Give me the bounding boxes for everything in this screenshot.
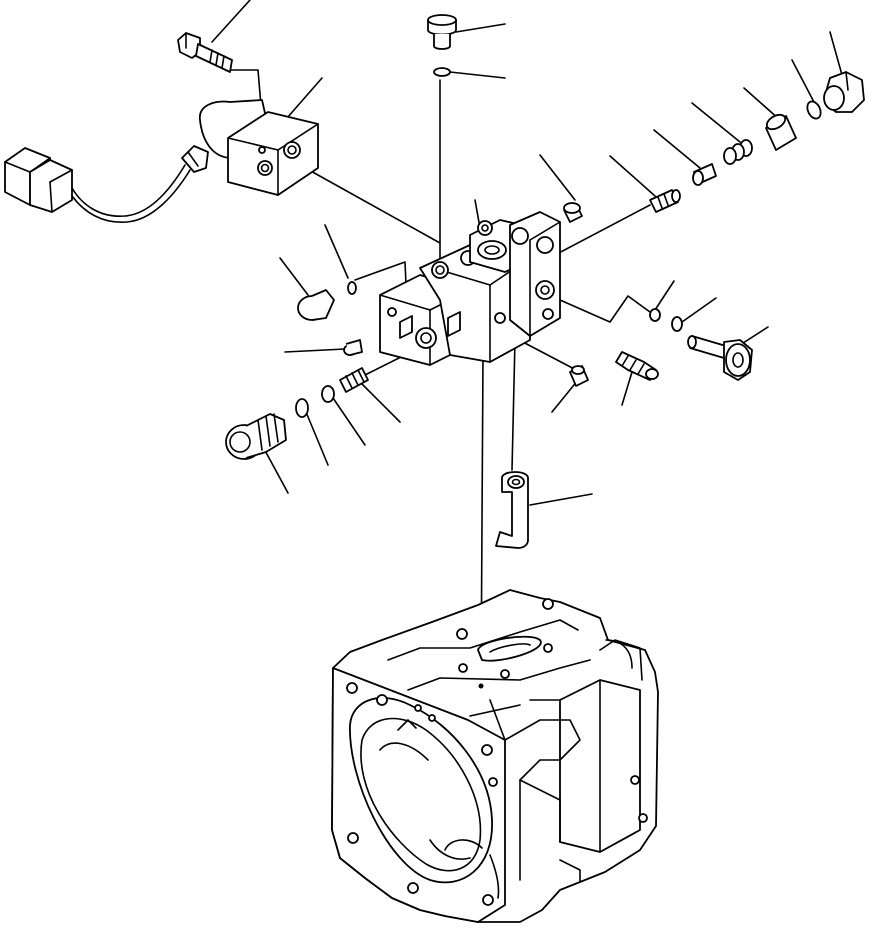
- leader-pin: [653, 129, 701, 169]
- leader-cap-nut: [829, 31, 843, 76]
- leader-adjust-screw: [739, 326, 769, 346]
- axis-solenoid: [299, 164, 441, 244]
- leader-plug-bottom: [654, 280, 675, 311]
- plug-set-screw: [649, 189, 681, 213]
- top-o-ring: [433, 67, 451, 77]
- leader-lines: [211, 0, 843, 506]
- leader-o-ring-left-b: [332, 397, 366, 446]
- small-plug-right: [563, 202, 583, 223]
- o-ring-left-b: [321, 385, 335, 403]
- mounting-bolt: [177, 32, 233, 73]
- leader-adjuster: [621, 371, 633, 406]
- spring-stack: [723, 139, 753, 165]
- cap-nut: [823, 71, 865, 113]
- o-ring-small: [671, 316, 683, 332]
- lever-bracket: [495, 471, 529, 549]
- axis-lever: [511, 339, 516, 471]
- leader-lever: [529, 493, 593, 506]
- top-plug: [427, 14, 457, 50]
- plug-bottom: [649, 308, 661, 322]
- o-ring-mid: [347, 281, 357, 295]
- axis-right-upper: [554, 204, 651, 256]
- plug-left-small: [343, 339, 363, 356]
- adjuster-right: [615, 351, 659, 381]
- grub-screw: [569, 365, 589, 387]
- leader-grub-screw: [551, 379, 579, 413]
- control-valve-body: [379, 211, 561, 366]
- leader-o-ring-right: [791, 59, 816, 105]
- solenoid-valve: [199, 99, 319, 196]
- leader-springs: [691, 102, 741, 143]
- leader-o-ring-mid: [324, 224, 349, 279]
- pin-right: [692, 163, 717, 186]
- leader-spring-left: [361, 383, 401, 423]
- leader-set-screw: [609, 155, 656, 197]
- leader-top-o-ring: [449, 71, 506, 79]
- leader-plug-left-small: [284, 348, 346, 353]
- leader-top-plug: [455, 23, 506, 33]
- left-valve-assembly: [225, 413, 287, 460]
- spring-left: [339, 367, 369, 393]
- leader-left-plug: [279, 257, 309, 296]
- pump-case: [331, 589, 659, 923]
- leader-left-valve: [261, 444, 289, 494]
- leader-o-ring-left-a: [305, 411, 329, 466]
- left-plug-bolt: [297, 289, 335, 321]
- o-ring-left-a: [295, 398, 309, 418]
- adjust-screw: [687, 335, 753, 381]
- connector-plug: [4, 145, 209, 223]
- leader-solenoid: [286, 77, 323, 119]
- axis-right-step: [559, 295, 651, 323]
- spool-sleeve: [765, 113, 797, 151]
- leader-o-ring-small: [681, 297, 717, 323]
- leader-mounting-bolt: [211, 0, 251, 43]
- leader-small-plug: [539, 154, 576, 201]
- o-ring-right: [806, 100, 822, 120]
- leader-sleeve: [743, 87, 781, 121]
